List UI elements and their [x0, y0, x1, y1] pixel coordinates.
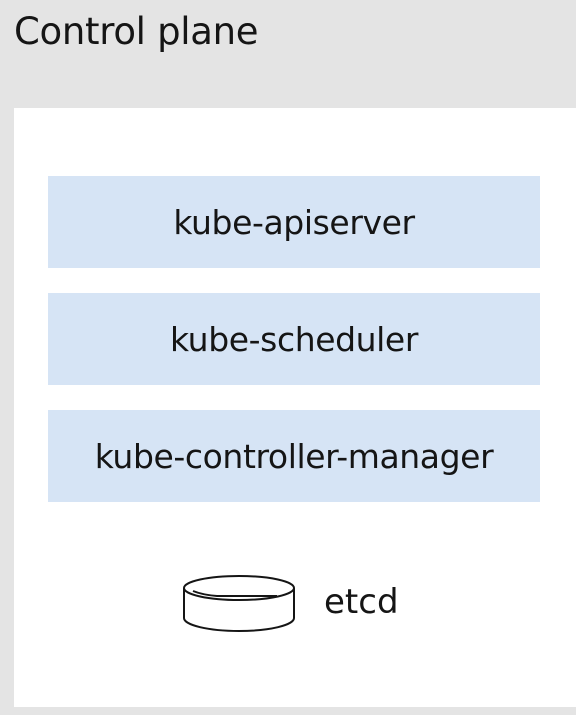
control-plane-title: Control plane — [14, 10, 259, 53]
kube-scheduler-box: kube-scheduler — [48, 293, 540, 385]
etcd-label: etcd — [324, 582, 399, 622]
kube-apiserver-box: kube-apiserver — [48, 176, 540, 268]
kube-controller-manager-box: kube-controller-manager — [48, 410, 540, 502]
control-plane-body: kube-apiserver kube-scheduler kube-contr… — [14, 108, 576, 707]
database-icon — [183, 575, 295, 632]
